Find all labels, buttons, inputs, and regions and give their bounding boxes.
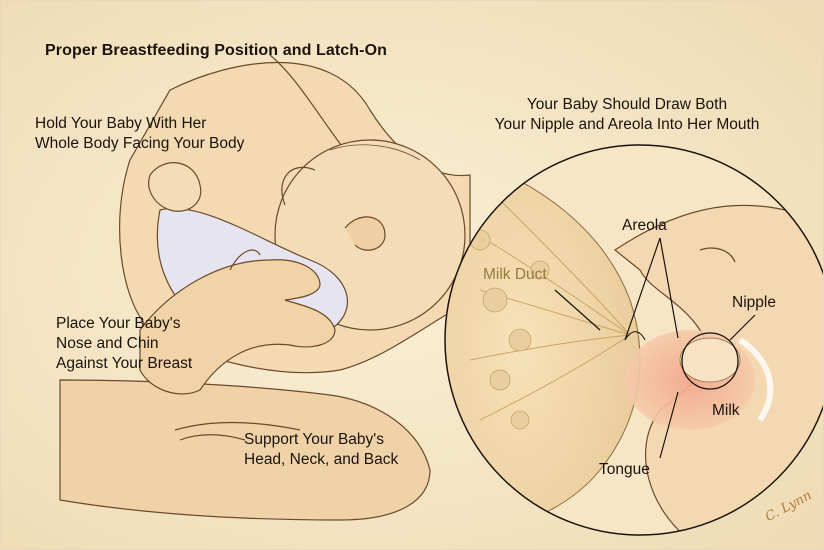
diagram-title: Proper Breastfeeding Position and Latch-… [45, 41, 387, 61]
draw-line-2: Your Nipple and Areola Into Her Mouth [462, 115, 792, 135]
support-instruction: Support Your Baby's Head, Neck, and Back [244, 430, 398, 470]
hold-instruction: Hold Your Baby With Her Whole Body Facin… [35, 114, 244, 154]
place-line-1: Place Your Baby's [56, 314, 192, 334]
nipple-tissue [680, 338, 740, 382]
support-line-2: Head, Neck, and Back [244, 450, 398, 470]
milk-duct-label: Milk Duct [483, 265, 547, 285]
areola-label: Areola [622, 216, 667, 236]
place-line-3: Against Your Breast [56, 354, 192, 374]
hold-line-1: Hold Your Baby With Her [35, 114, 244, 134]
tongue-label: Tongue [599, 460, 650, 480]
draw-line-1: Your Baby Should Draw Both [462, 95, 792, 115]
hold-line-2: Whole Body Facing Your Body [35, 134, 244, 154]
milk-label: Milk [712, 401, 740, 421]
place-instruction: Place Your Baby's Nose and Chin Against … [56, 314, 192, 374]
support-line-1: Support Your Baby's [244, 430, 398, 450]
draw-instruction: Your Baby Should Draw Both Your Nipple a… [462, 95, 792, 135]
nipple-label: Nipple [732, 293, 776, 313]
place-line-2: Nose and Chin [56, 334, 192, 354]
